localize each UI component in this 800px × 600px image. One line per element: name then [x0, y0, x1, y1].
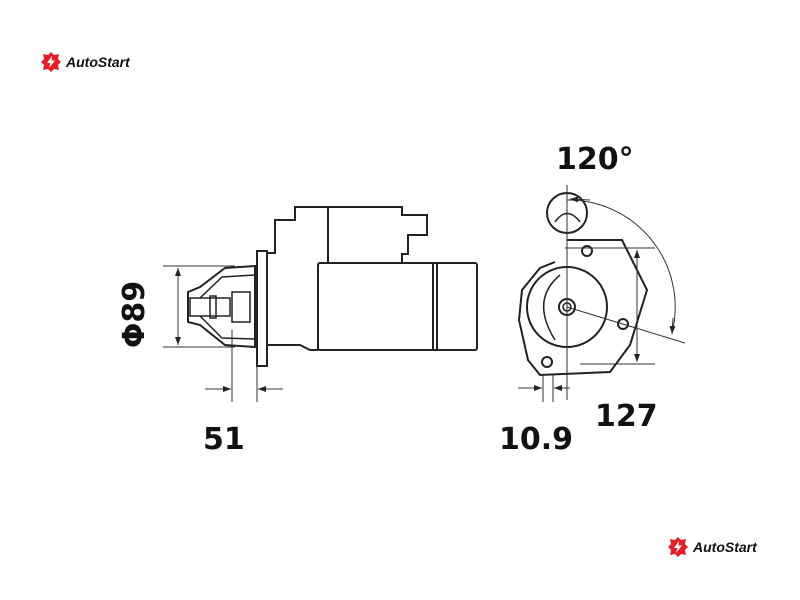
brand-logo-bottom: AutoStart [667, 536, 757, 558]
brand-name: AutoStart [66, 54, 130, 70]
angle-label: 120° [556, 142, 634, 177]
flange-offset-label: 51 [203, 422, 245, 457]
height-label: 127 [595, 399, 658, 434]
end-view [517, 192, 649, 377]
side-view [187, 206, 478, 367]
gear-bolt-icon [668, 537, 688, 557]
housing [267, 206, 428, 263]
mounting-flange [256, 250, 268, 367]
brand-logo-top: AutoStart [40, 51, 130, 73]
end-dimensions [518, 185, 686, 402]
side-dimensions [163, 265, 283, 402]
pinion-offset-label: 10.9 [499, 422, 574, 457]
diameter-label: Φ89 [117, 280, 153, 349]
pinion-nose [187, 264, 256, 349]
gear-bolt-icon [41, 52, 61, 72]
motor-body [317, 262, 478, 351]
brand-name: AutoStart [693, 539, 757, 555]
mounting-plate [517, 239, 649, 377]
